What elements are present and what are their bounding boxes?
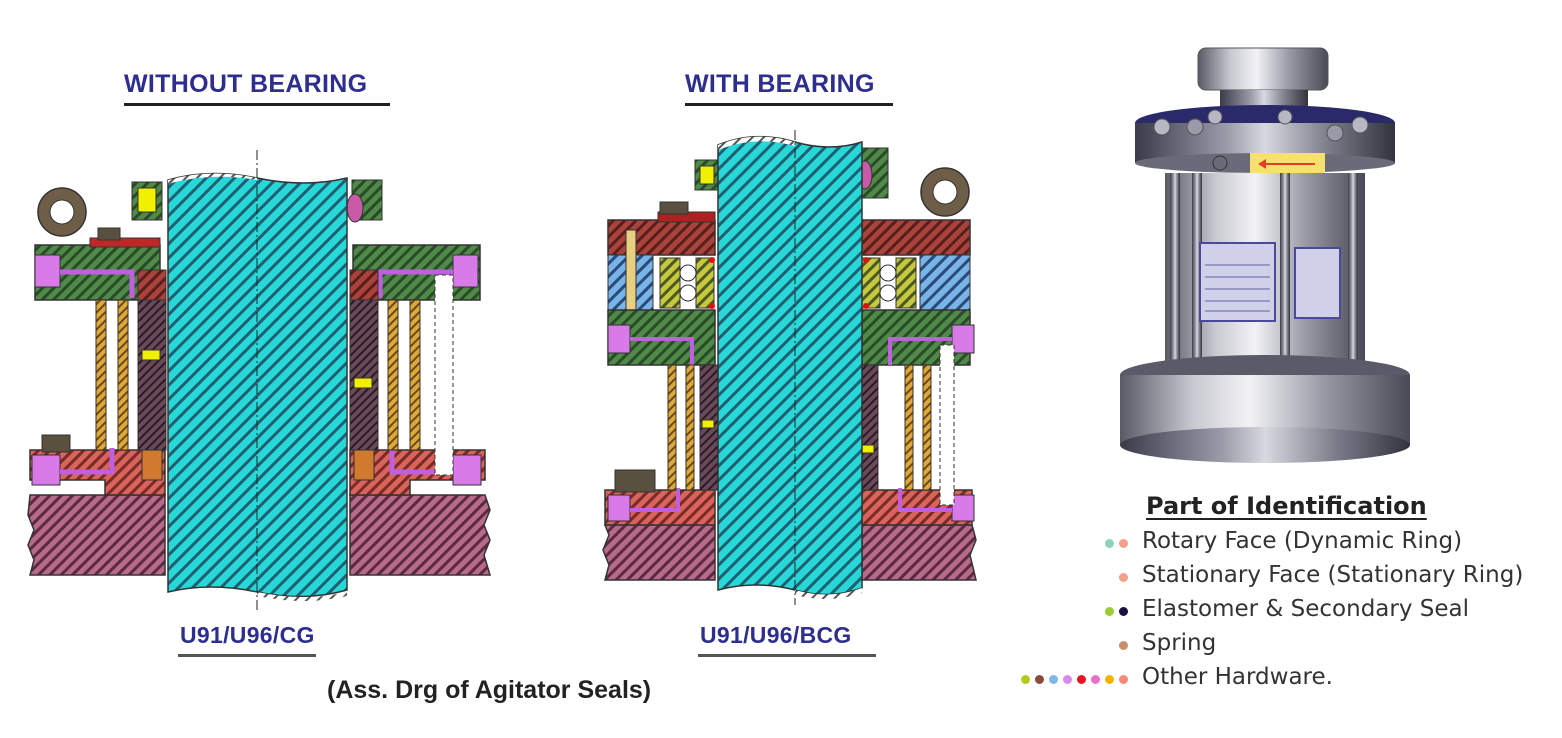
heading-underline <box>124 103 390 106</box>
color-swatch-icon <box>1119 573 1128 582</box>
legend-label: Spring <box>1142 630 1217 656</box>
model-code-underline <box>178 654 316 657</box>
color-swatch-icon <box>1119 641 1128 650</box>
drawing-heading-without-bearing: WITHOUT BEARING <box>124 70 368 98</box>
drawing-heading-with-bearing: WITH BEARING <box>685 70 875 98</box>
legend-item-elastomer: Elastomer & Secondary Seal <box>1000 596 1550 630</box>
color-swatch-icon <box>1021 675 1128 684</box>
section-drawing-with-bearing <box>602 130 977 605</box>
legend-label: Elastomer & Secondary Seal <box>1142 596 1470 622</box>
color-swatch-icon <box>1105 539 1128 548</box>
legend-label: Other Hardware. <box>1142 664 1333 690</box>
legend-item-spring: Spring <box>1000 630 1550 664</box>
legend-item-stationary-face: Stationary Face (Stationary Ring) <box>1000 562 1550 596</box>
legend-label: Rotary Face (Dynamic Ring) <box>1142 528 1463 554</box>
model-code-cg: U91/U96/CG <box>180 622 315 648</box>
legend-item-rotary-face: Rotary Face (Dynamic Ring) <box>1000 528 1550 562</box>
color-swatch-icon <box>1105 607 1128 616</box>
section-drawing-without-bearing <box>27 150 492 610</box>
heading-underline <box>685 103 893 106</box>
legend-title: Part of Identification <box>1146 492 1427 520</box>
legend-item-other-hardware: Other Hardware. <box>1000 664 1550 698</box>
agitator-seal-photo <box>1120 47 1410 463</box>
figure-caption: (Ass. Drg of Agitator Seals) <box>327 676 652 704</box>
model-code-underline <box>698 654 876 657</box>
legend-label: Stationary Face (Stationary Ring) <box>1142 562 1524 588</box>
model-code-bcg: U91/U96/BCG <box>700 622 852 648</box>
